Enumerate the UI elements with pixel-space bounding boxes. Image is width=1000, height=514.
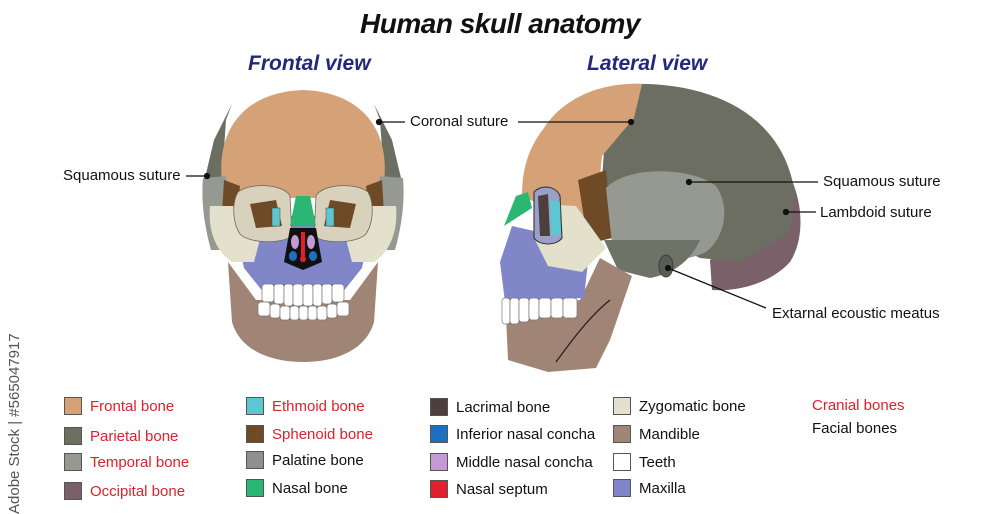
legend-swatch	[613, 479, 631, 497]
frontal-bone-front	[221, 90, 385, 198]
legend-swatch	[430, 425, 448, 443]
frontal-lower-teeth	[257, 301, 350, 321]
frontal-nasal-bone	[290, 196, 316, 226]
frontal-skull	[202, 90, 404, 362]
lateral-lacrimal	[538, 194, 550, 236]
lambdoid-suture-label: Lambdoid suture	[820, 204, 932, 221]
squamous-suture-left-label: Squamous suture	[63, 167, 181, 184]
legend-item-nasal-septum: Nasal septum	[430, 480, 548, 498]
category-facial-bones: Facial bones	[812, 420, 898, 437]
external-acoustic-meatus-label: Extarnal ecoustic meatus	[772, 305, 940, 322]
legend-label: Sphenoid bone	[272, 425, 373, 443]
frontal-parietal-side-left	[205, 104, 232, 178]
lateral-teeth	[501, 297, 578, 325]
coronal-suture-label: Coronal suture	[410, 113, 509, 130]
squamous-suture-right-label: Squamous suture	[823, 173, 941, 190]
legend-swatch	[613, 397, 631, 415]
lateral-mandible-notch	[555, 299, 611, 363]
legend-item-zygomatic-bone: Zygomatic bone	[613, 397, 746, 415]
legend-label: Lacrimal bone	[456, 398, 551, 416]
legend-item-frontal-bone: Frontal bone	[64, 397, 174, 415]
frontal-ethmoid-left	[271, 207, 281, 227]
legend-item-teeth: Teeth	[613, 453, 676, 471]
frontal-nasal-septum	[301, 232, 305, 262]
callout-lines	[186, 118, 818, 309]
legend-item-maxilla: Maxilla	[613, 479, 686, 497]
lateral-temporal-lower	[604, 240, 700, 278]
legend-label: Maxilla	[639, 479, 686, 497]
legend-item-lacrimal-bone: Lacrimal bone	[430, 398, 550, 416]
lateral-nasal-bone	[504, 192, 532, 226]
legend-swatch	[246, 479, 264, 497]
legend-item-parietal-bone: Parietal bone	[64, 427, 178, 445]
legend-label: Ethmoid bone	[272, 397, 365, 415]
category-cranial-bones: Cranial bones	[812, 397, 905, 414]
legend-swatch	[430, 480, 448, 498]
frontal-middle-concha-left	[291, 235, 299, 249]
legend-swatch	[430, 453, 448, 471]
legend-swatch	[64, 482, 82, 500]
legend-item-mandible: Mandible	[613, 425, 700, 443]
legend-label: Nasal bone	[272, 479, 348, 497]
frontal-middle-concha-right	[307, 235, 315, 249]
lateral-skull	[500, 83, 801, 372]
legend-label: Parietal bone	[90, 427, 179, 445]
frontal-inferior-concha-left	[289, 251, 297, 261]
legend-label: Temporal bone	[90, 453, 190, 471]
legend-item-sphenoid-bone: Sphenoid bone	[246, 425, 373, 443]
legend-label: Occipital bone	[90, 482, 186, 500]
legend-item-inferior-nasal-concha: Inferior nasal concha	[430, 425, 595, 443]
legend-swatch	[246, 425, 264, 443]
frontal-upper-teeth	[261, 283, 345, 307]
legend-swatch	[613, 425, 631, 443]
frontal-septum-dot	[300, 256, 306, 262]
legend-item-ethmoid-bone: Ethmoid bone	[246, 397, 365, 415]
stock-watermark: Adobe Stock | #565047917	[6, 333, 23, 514]
legend-label: Frontal bone	[90, 397, 175, 415]
legend-item-occipital-bone: Occipital bone	[64, 482, 185, 500]
legend-label: Mandible	[639, 425, 700, 443]
legend-swatch	[246, 451, 264, 469]
legend-label: Nasal septum	[456, 480, 548, 498]
legend-label: Middle nasal concha	[456, 453, 593, 471]
legend-item-temporal-bone: Temporal bone	[64, 453, 189, 471]
frontal-view-heading: Frontal view	[248, 52, 371, 75]
legend-swatch	[64, 427, 82, 445]
legend-item-nasal-bone: Nasal bone	[246, 479, 348, 497]
lateral-view-heading: Lateral view	[587, 52, 708, 75]
lateral-temporal	[606, 171, 725, 261]
legend-label: Zygomatic bone	[639, 397, 746, 415]
legend-item-palatine-bone: Palatine bone	[246, 451, 364, 469]
frontal-ethmoid-right	[325, 207, 335, 227]
legend-swatch	[613, 453, 631, 471]
legend-swatch	[64, 397, 82, 415]
lateral-ethmoid	[550, 200, 561, 236]
legend-label: Palatine bone	[272, 451, 364, 469]
legend-swatch	[246, 397, 264, 415]
legend-swatch	[64, 453, 82, 471]
legend-label: Inferior nasal concha	[456, 425, 596, 443]
legend-label: Teeth	[639, 453, 676, 471]
frontal-inferior-concha-right	[309, 251, 317, 261]
legend-item-middle-nasal-concha: Middle nasal concha	[430, 453, 593, 471]
diagram-title: Human skull anatomy	[360, 8, 640, 39]
watermark-text: Adobe Stock | #565047917	[6, 333, 23, 514]
lateral-frontal	[522, 83, 642, 220]
legend-swatch	[430, 398, 448, 416]
